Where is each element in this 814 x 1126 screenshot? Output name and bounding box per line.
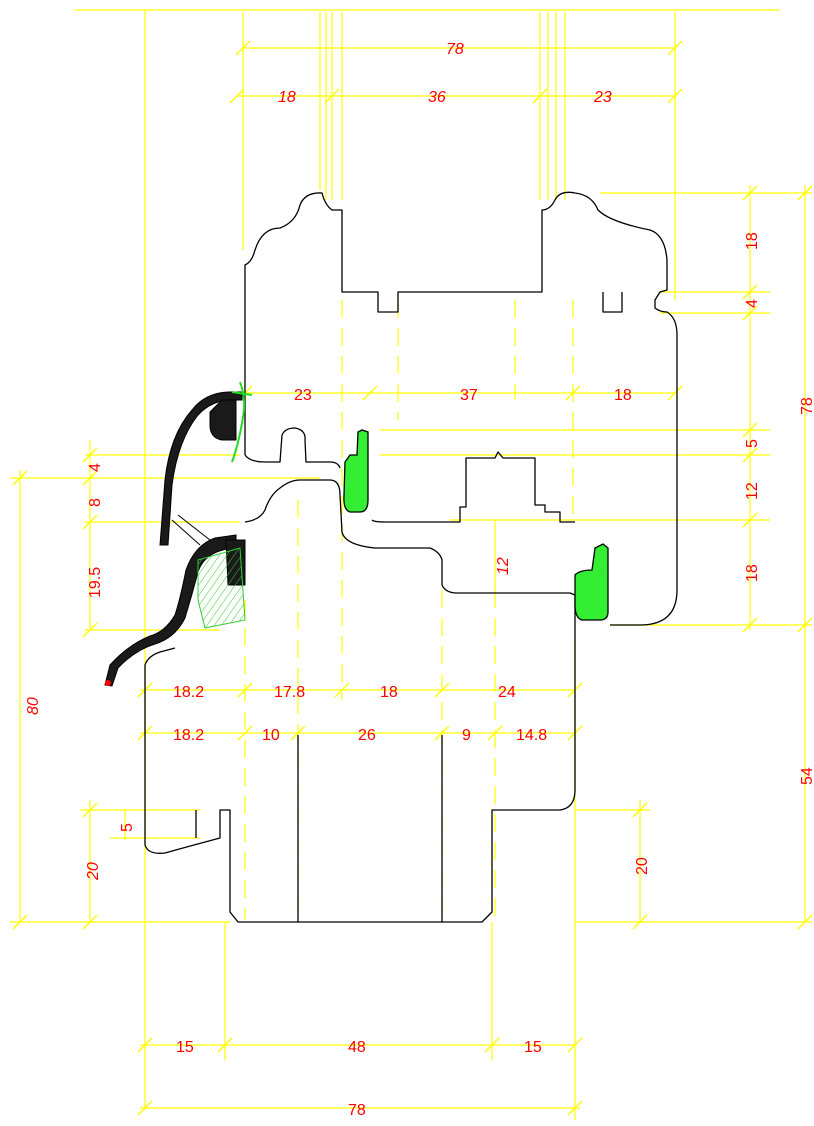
dim-bottom-78: 78 [348,1102,366,1119]
dim-row2-26: 26 [358,727,376,744]
dim-top-36: 36 [428,89,446,106]
dim-mid-37: 37 [460,387,478,404]
dim-left-19-5: 19.5 [87,567,104,598]
dim-left-4: 4 [87,463,104,472]
dim-top-18: 18 [278,89,296,106]
dimension-labels: 78 18 36 23 23 37 18 12 18 4 5 12 18 78 … [25,41,814,1119]
dim-row2-18-2: 18.2 [173,727,204,744]
frame-profile [144,479,576,923]
dim-bottom-48: 48 [348,1039,366,1056]
dim-mid-23: 23 [294,387,312,404]
glazing-bead [104,391,246,687]
dim-right-20: 20 [634,857,651,875]
dim-top-23: 23 [593,89,612,106]
dim-right-78: 78 [799,397,814,415]
dim-left-20: 20 [85,862,102,881]
dim-bottom-15a: 15 [176,1039,194,1056]
dim-right-18: 18 [744,232,761,250]
dim-left-80: 80 [25,697,42,715]
dim-row1-18-2: 18.2 [173,684,204,701]
dim-right-54: 54 [799,767,814,785]
dim-right-12: 12 [744,482,761,500]
dim-row1-17-8: 17.8 [274,684,305,701]
dim-right-5: 5 [744,439,761,448]
dim-mid-18: 18 [614,387,632,404]
sash-profile [244,191,678,626]
dim-row1-18: 18 [380,684,398,701]
dim-bottom-15b: 15 [524,1039,542,1056]
dim-row1-24: 24 [498,684,516,701]
dimension-ticks [12,40,813,1116]
dim-left-8: 8 [87,498,104,507]
extension-lines [10,9,812,1120]
dim-mid-12: 12 [495,557,512,575]
dim-row2-9: 9 [462,727,471,744]
dim-right-18b: 18 [744,564,761,582]
dim-row2-14-8: 14.8 [516,727,547,744]
dim-left-5: 5 [119,823,136,832]
dim-top-78: 78 [446,41,464,58]
dim-right-4: 4 [744,299,761,308]
dim-row2-10: 10 [262,727,280,744]
dimension-lines [19,47,806,1109]
gaskets [197,381,609,629]
